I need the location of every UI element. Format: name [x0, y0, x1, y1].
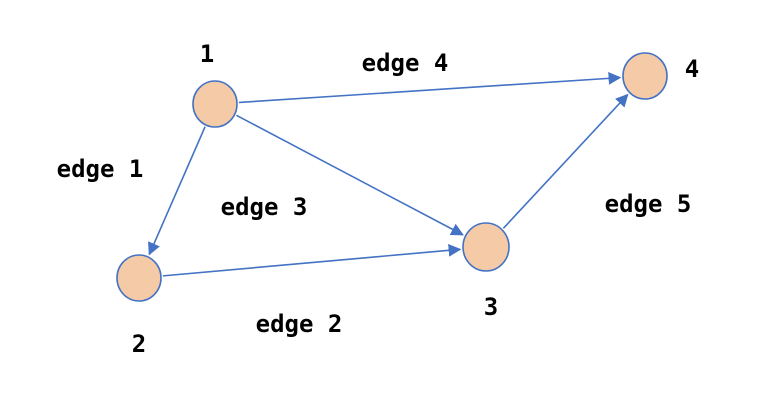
- edge-4-arrow: [238, 71, 622, 104]
- edge-5-label: edge 5: [605, 190, 692, 218]
- edge-1-arrow: [148, 126, 206, 256]
- labels-layer: 1 2 3 4 edge 1 edge 2 edge 3 edge 4 edge 5: [57, 40, 700, 358]
- node-2: [116, 254, 162, 302]
- node-label-1: 1: [200, 40, 214, 68]
- edge-2-arrow: [162, 243, 462, 277]
- node-4: [622, 52, 668, 100]
- edge-3-label: edge 3: [221, 193, 308, 221]
- edge-5-arrow: [502, 93, 629, 229]
- node-label-3: 3: [484, 293, 498, 321]
- node-1: [192, 80, 238, 128]
- edges-layer: [148, 71, 629, 277]
- edge-4-label: edge 4: [362, 49, 449, 77]
- nodes-layer: [116, 52, 668, 302]
- node-3: [462, 222, 510, 272]
- edge-1-label: edge 1: [57, 155, 144, 183]
- edge-2-label: edge 2: [256, 310, 343, 338]
- node-label-2: 2: [132, 330, 146, 358]
- node-label-4: 4: [685, 55, 699, 83]
- edge-3-arrow: [236, 114, 464, 236]
